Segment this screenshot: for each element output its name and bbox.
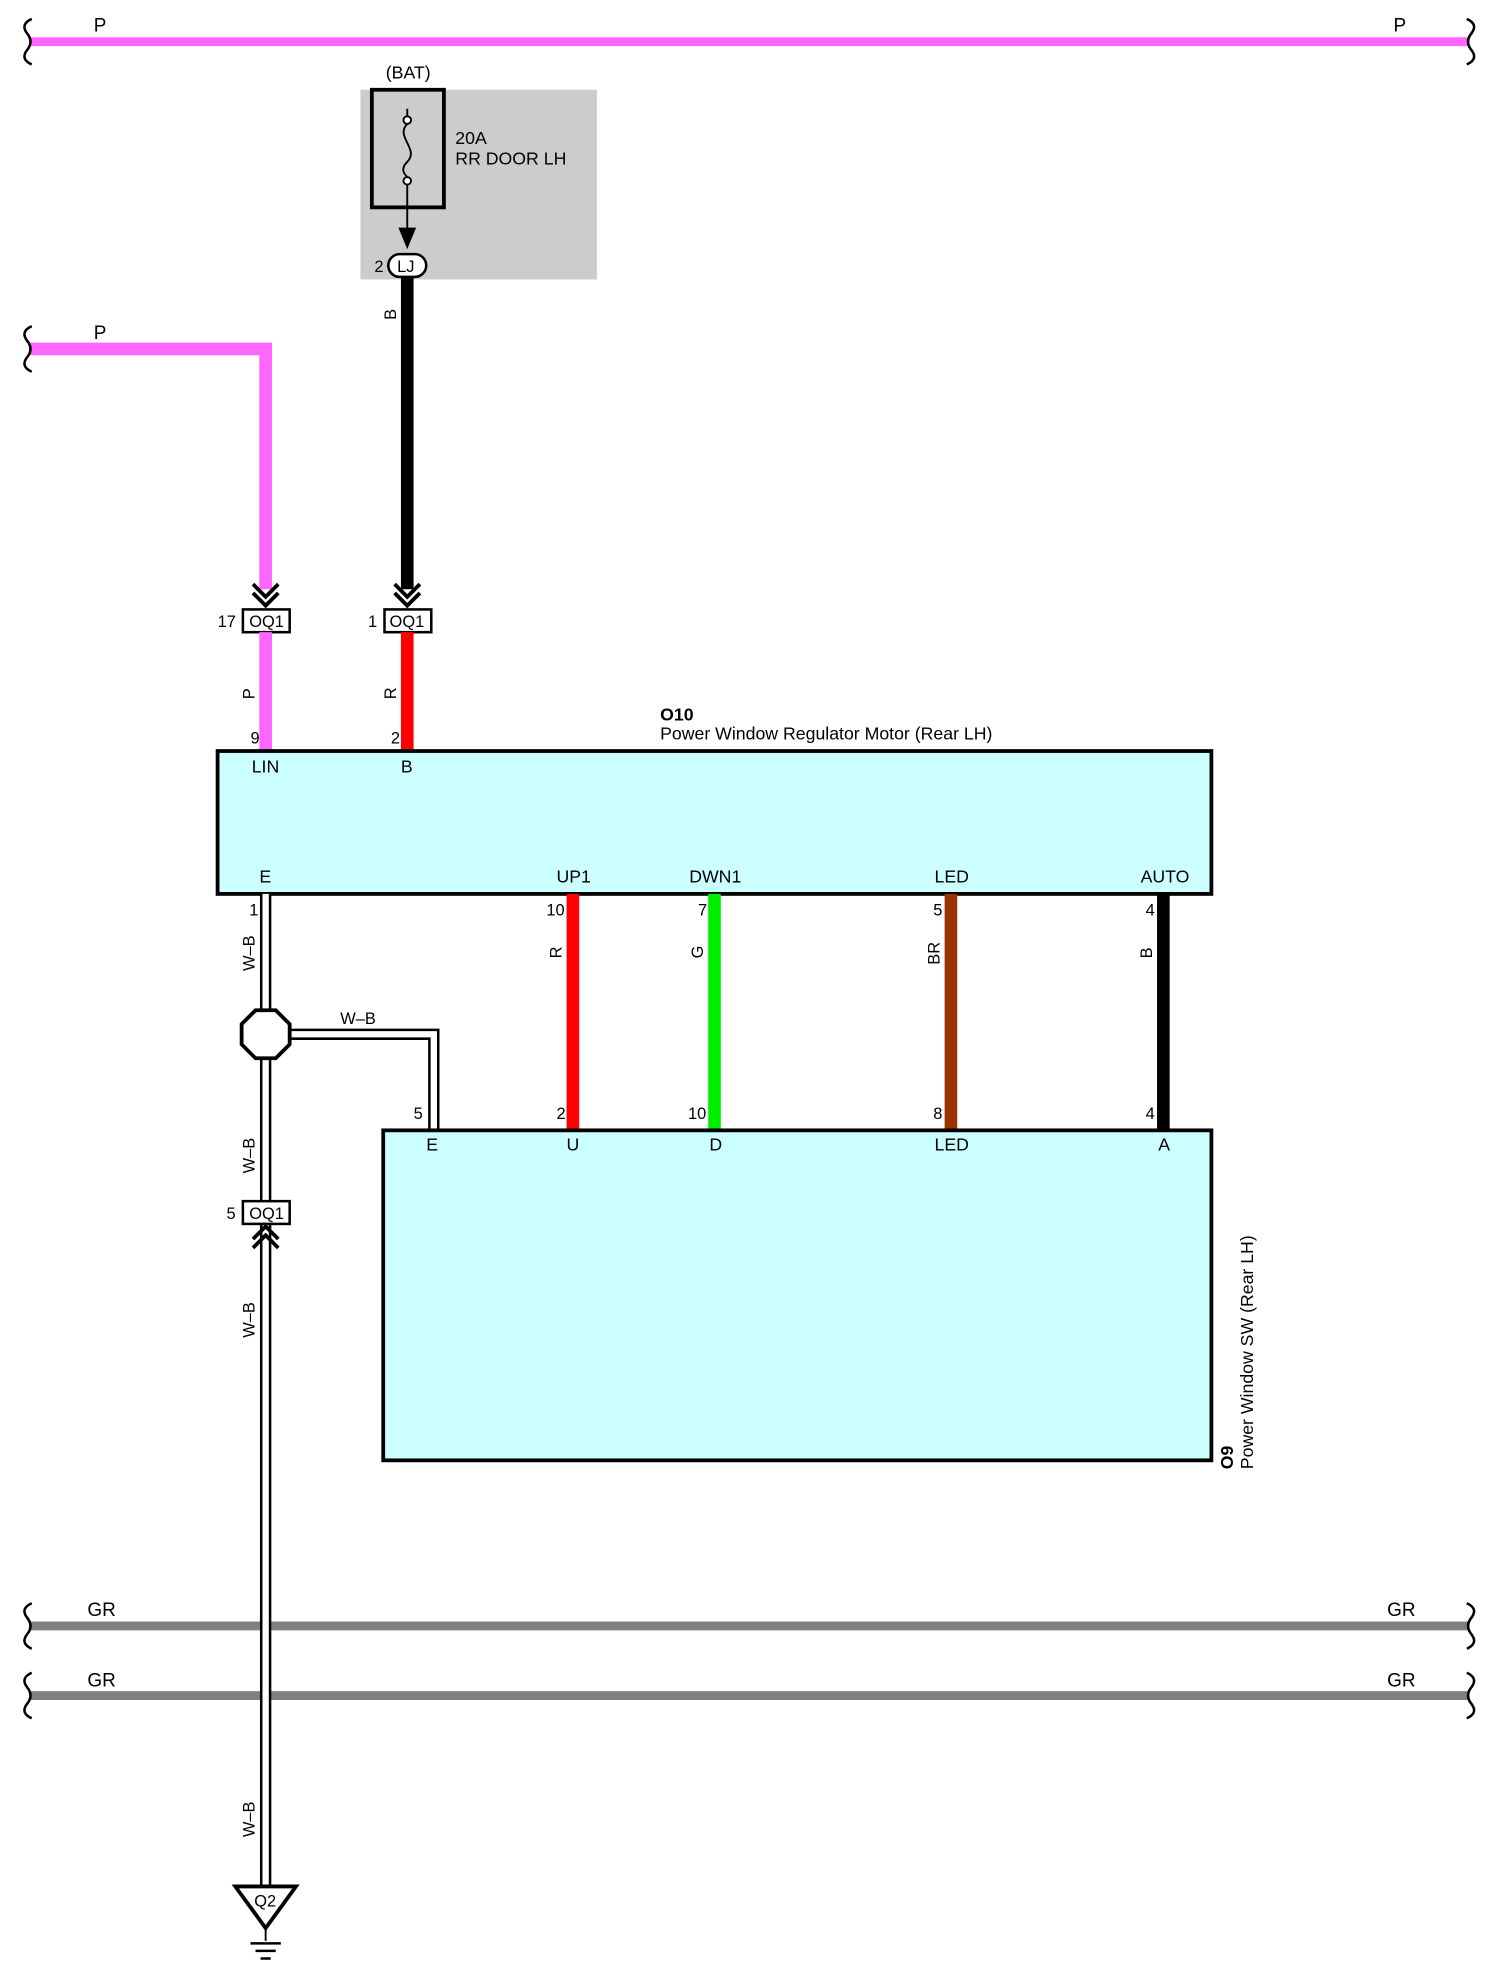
fuse-connector-id: LJ bbox=[397, 258, 414, 276]
motor-o10: O10 Power Window Regulator Motor (Rear L… bbox=[215, 705, 1214, 919]
switch-pin-number: 2 bbox=[556, 1105, 565, 1123]
bus-wire-p-top: P P bbox=[23, 16, 1476, 66]
connector-arrow-icon bbox=[393, 582, 422, 609]
switch-name: Power Window SW (Rear LH) bbox=[1237, 1235, 1257, 1469]
switch-terminal-label: E bbox=[426, 1135, 438, 1155]
ground-connector-icon bbox=[231, 1884, 300, 1932]
motor-pin-number: 2 bbox=[391, 729, 400, 747]
wire-b-fuse: B bbox=[382, 276, 422, 609]
wire-code: P bbox=[240, 688, 258, 699]
switch-pin-number: 8 bbox=[933, 1105, 942, 1123]
motor-name: Power Window Regulator Motor (Rear LH) bbox=[660, 724, 992, 744]
fuse-connector-pin: 2 bbox=[374, 258, 383, 276]
motor-body bbox=[215, 749, 1214, 896]
motor-pin-number: 7 bbox=[698, 901, 707, 919]
wire-code: R bbox=[382, 687, 400, 699]
switch-body bbox=[381, 1128, 1214, 1463]
motor-pin-number: 5 bbox=[933, 901, 942, 919]
switch-o9: 5 2 10 8 4 E U D LED A O9 Power Window S… bbox=[381, 1105, 1257, 1469]
bus-wire-code: GR bbox=[87, 1600, 115, 1621]
wire-br-led: BR bbox=[926, 893, 958, 1131]
connector-oq1-17: OQ1 17 bbox=[218, 608, 291, 634]
bus-wire-code: P bbox=[1393, 16, 1406, 37]
wire-code: G bbox=[689, 946, 707, 959]
motor-terminal-label: LIN bbox=[252, 757, 280, 777]
wire-code: P bbox=[94, 323, 107, 344]
connector-oq1-5: OQ1 5 bbox=[226, 1199, 291, 1250]
motor-pin-number: 9 bbox=[250, 729, 259, 747]
connector-arrow-icon bbox=[251, 1223, 280, 1250]
wire-g-down: G bbox=[689, 893, 721, 1131]
wire-code: B bbox=[382, 309, 400, 320]
fuse-supply-label: (BAT) bbox=[386, 62, 431, 82]
switch-terminal-label: D bbox=[709, 1135, 722, 1155]
fuse-icon bbox=[398, 108, 417, 250]
fuse-name: RR DOOR LH bbox=[455, 148, 566, 168]
switch-terminal-label: LED bbox=[934, 1135, 968, 1155]
wire-code: W–B bbox=[340, 1010, 376, 1028]
wire-p-lin: P bbox=[240, 632, 272, 752]
bus-wire-code: P bbox=[94, 16, 107, 37]
bus-wire-gr-2: GR GR bbox=[23, 1671, 1476, 1720]
wire-code: W–B bbox=[240, 1138, 258, 1174]
bus-wire-code: GR bbox=[1387, 1600, 1415, 1621]
connector-id: OQ1 bbox=[249, 1205, 284, 1223]
connector-arrow-icon bbox=[251, 582, 280, 609]
connector-oq1-1: OQ1 1 bbox=[368, 608, 433, 634]
motor-pin-number: 10 bbox=[546, 901, 564, 919]
fuse-rating: 20A bbox=[455, 128, 487, 148]
connector-pin: 5 bbox=[226, 1205, 235, 1223]
wire-r-up: R bbox=[548, 893, 580, 1131]
fuse-connector: LJ 2 bbox=[374, 252, 428, 279]
switch-code: O9 bbox=[1217, 1445, 1237, 1469]
wire-r-b: R bbox=[382, 632, 414, 752]
motor-pin-number: 4 bbox=[1146, 901, 1155, 919]
motor-terminal-label: B bbox=[401, 757, 413, 777]
connector-pin: 17 bbox=[218, 613, 236, 631]
ground-icon bbox=[250, 1942, 281, 1960]
wire-code: W–B bbox=[240, 1801, 258, 1837]
splice-point-icon bbox=[239, 1008, 292, 1061]
bus-wire-gr-1: GR GR bbox=[23, 1600, 1476, 1650]
bus-wire-code: GR bbox=[1387, 1671, 1415, 1692]
ground-id: Q2 bbox=[254, 1893, 276, 1911]
switch-terminal-label: A bbox=[1158, 1135, 1170, 1155]
motor-code: O10 bbox=[660, 705, 694, 725]
wire-code: BR bbox=[926, 942, 944, 965]
wire-code: W–B bbox=[240, 1302, 258, 1338]
motor-terminal-label: AUTO bbox=[1141, 867, 1190, 887]
switch-pin-number: 4 bbox=[1146, 1105, 1155, 1123]
fuse-block: (BAT) 20A RR DOOR LH LJ 2 bbox=[360, 62, 597, 280]
wire-p-branch: P bbox=[23, 323, 280, 609]
motor-terminal-label: LED bbox=[934, 867, 968, 887]
motor-pin-number: 1 bbox=[249, 901, 258, 919]
switch-pin-number: 5 bbox=[414, 1105, 423, 1123]
wire-b-auto: B bbox=[1138, 893, 1170, 1131]
switch-pin-number: 10 bbox=[688, 1105, 706, 1123]
connector-id: OQ1 bbox=[249, 613, 284, 631]
switch-terminal-label: U bbox=[567, 1135, 580, 1155]
connector-id: OQ1 bbox=[390, 613, 425, 631]
bus-wire-code: GR bbox=[87, 1671, 115, 1692]
motor-terminal-label: DWN1 bbox=[689, 867, 741, 887]
motor-terminal-label: UP1 bbox=[556, 867, 590, 887]
motor-terminal-label: E bbox=[259, 867, 271, 887]
wire-code: B bbox=[1138, 947, 1156, 958]
ground-q2: Q2 bbox=[231, 1884, 300, 1960]
wire-code: R bbox=[548, 946, 566, 958]
connector-pin: 1 bbox=[368, 613, 377, 631]
wire-code: W–B bbox=[240, 935, 258, 971]
